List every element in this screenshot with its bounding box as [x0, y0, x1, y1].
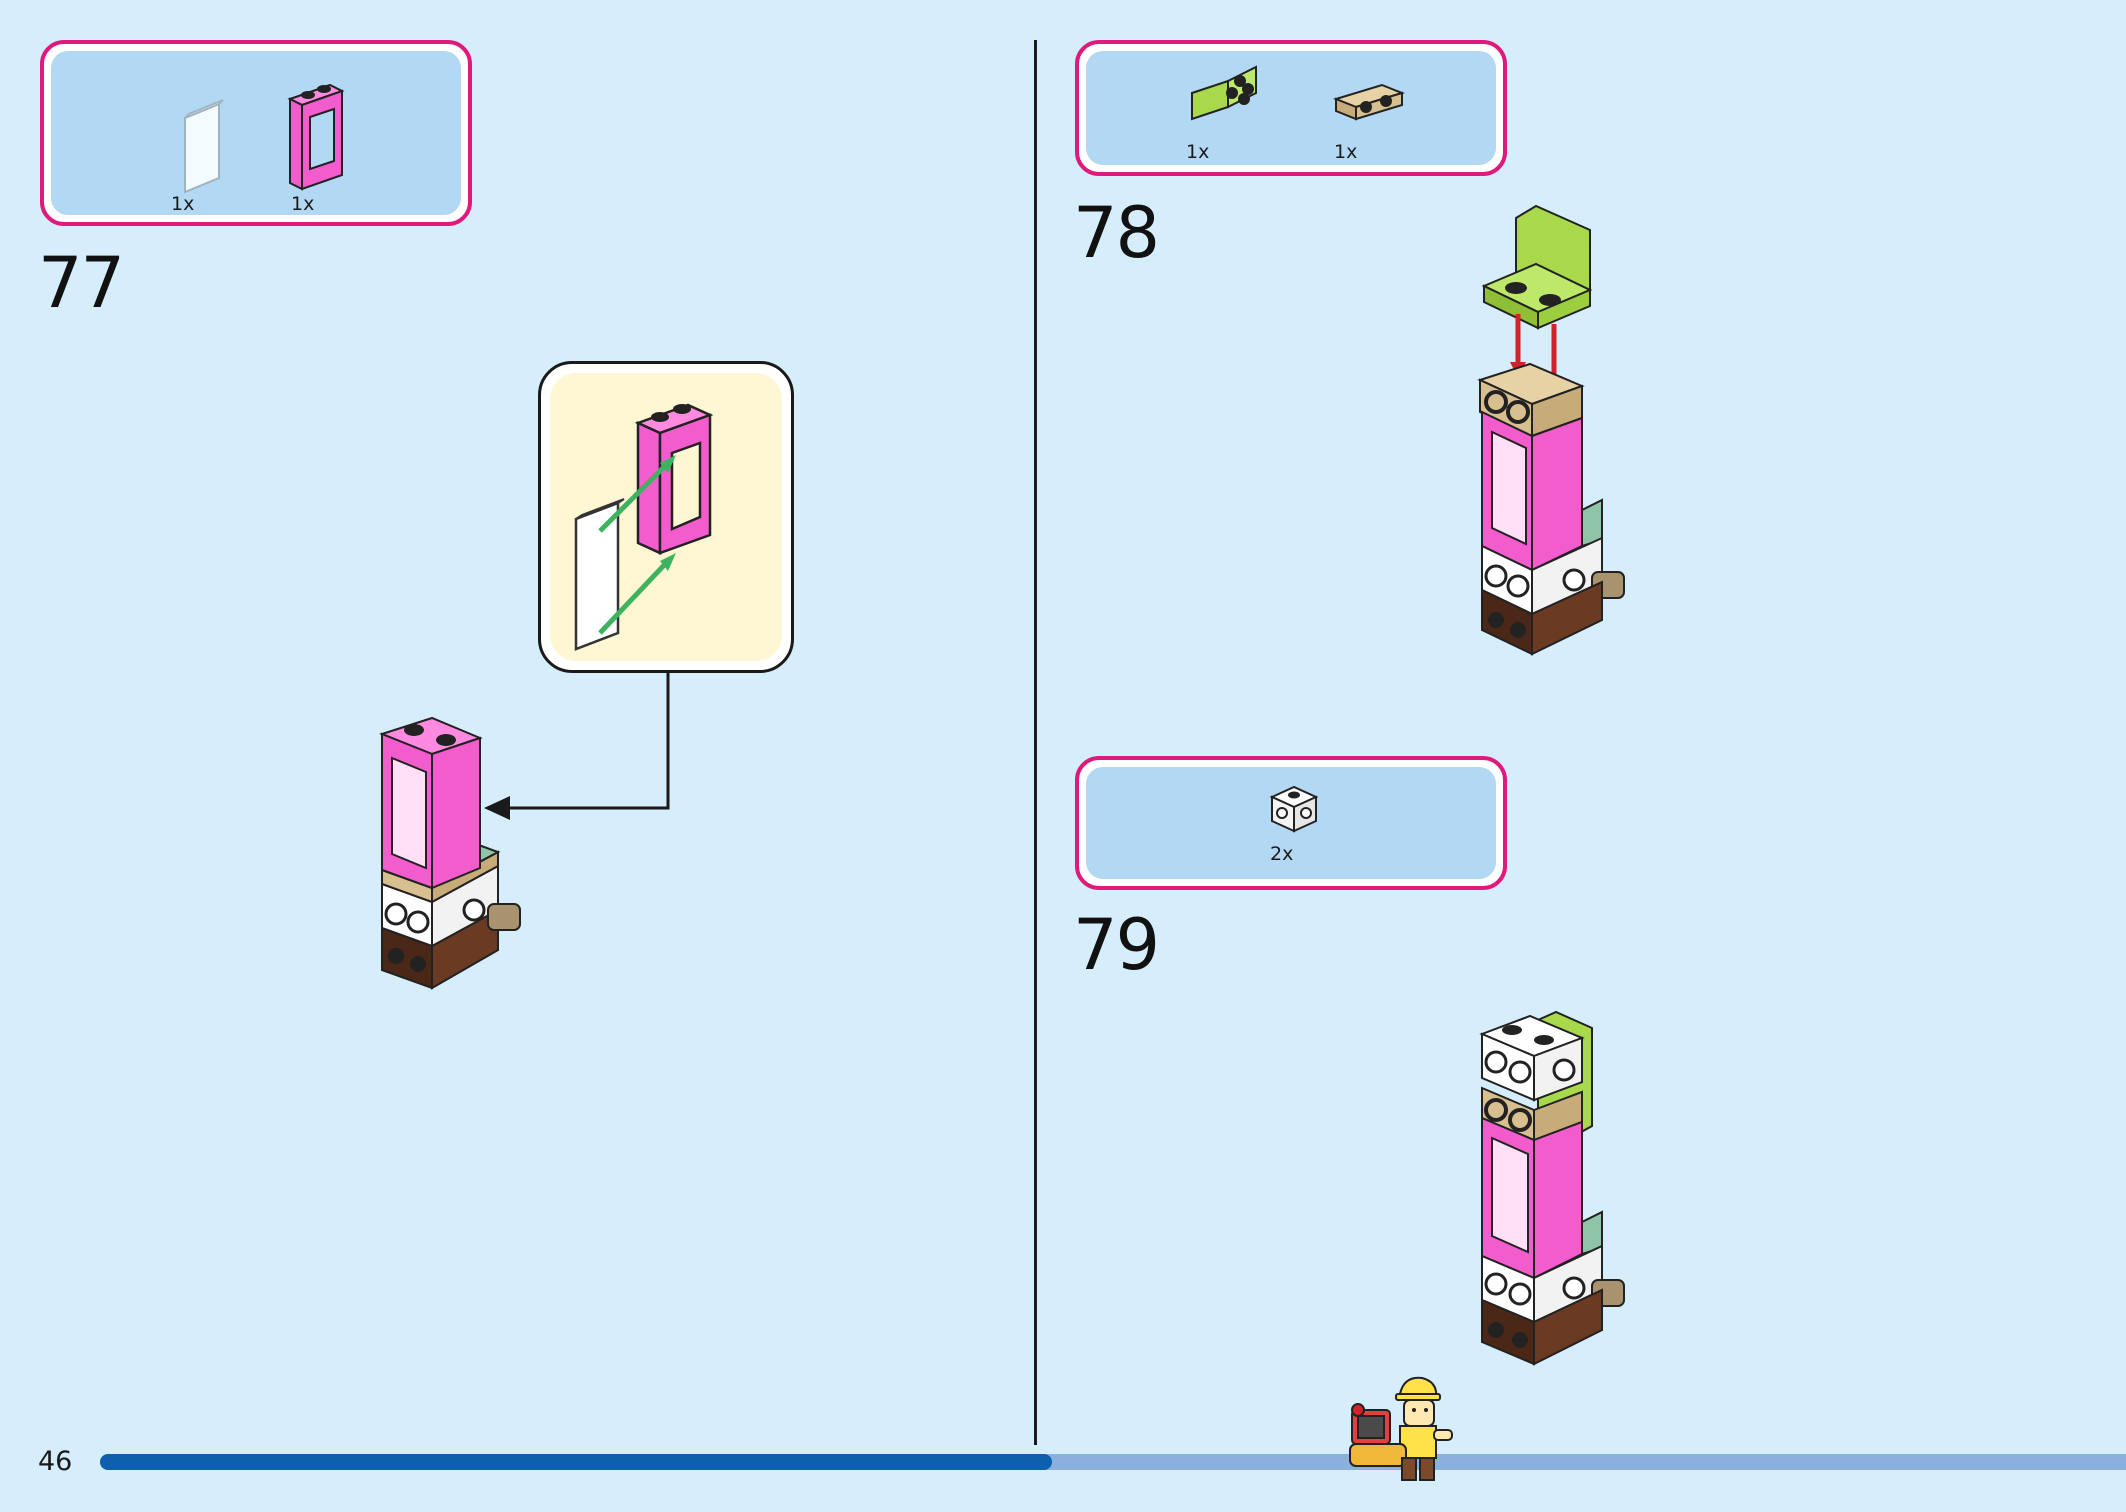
- parts-list-panel: 1x 1x: [51, 51, 461, 215]
- transparent-window-glass-icon: [184, 99, 224, 194]
- page-divider: [1034, 40, 1037, 1445]
- subassembly-callout: [538, 361, 794, 673]
- callout-pointer-arrow: [484, 672, 670, 820]
- step-number-79: 79: [1073, 904, 1160, 986]
- construction-worker-mascot-icon: [1349, 1376, 1453, 1481]
- parts-list-panel: 2x: [1086, 767, 1496, 879]
- part-qty: 1x: [1334, 141, 1358, 163]
- parts-list-step-77: 1x 1x: [40, 40, 472, 226]
- step-number-78: 78: [1073, 192, 1160, 274]
- progress-bar-fill: [100, 1454, 1053, 1470]
- parts-list-panel: 1x 1x: [1086, 51, 1496, 165]
- model-step-77: [379, 716, 521, 990]
- callout-panel: [550, 373, 782, 661]
- part-qty: 2x: [1270, 843, 1294, 865]
- model-step-78: [1477, 204, 1625, 656]
- assembly-diagram-icon: [574, 403, 714, 651]
- part-qty: 1x: [291, 193, 315, 215]
- part-qty: 1x: [171, 193, 195, 215]
- pink-window-frame-icon: [287, 83, 345, 191]
- tan-bracket-plate-icon: [1332, 83, 1406, 121]
- white-studs-side-brick-icon: [1269, 785, 1319, 833]
- progress-bar: [100, 1454, 2126, 1470]
- parts-list-step-79: 2x: [1075, 756, 1507, 890]
- page-number: 46: [38, 1446, 73, 1477]
- step-number-77: 77: [38, 242, 125, 324]
- model-step-79: [1479, 1010, 1625, 1366]
- lime-bracket-plate-icon: [1191, 65, 1257, 121]
- part-qty: 1x: [1186, 141, 1210, 163]
- parts-list-step-78: 1x 1x: [1075, 40, 1507, 176]
